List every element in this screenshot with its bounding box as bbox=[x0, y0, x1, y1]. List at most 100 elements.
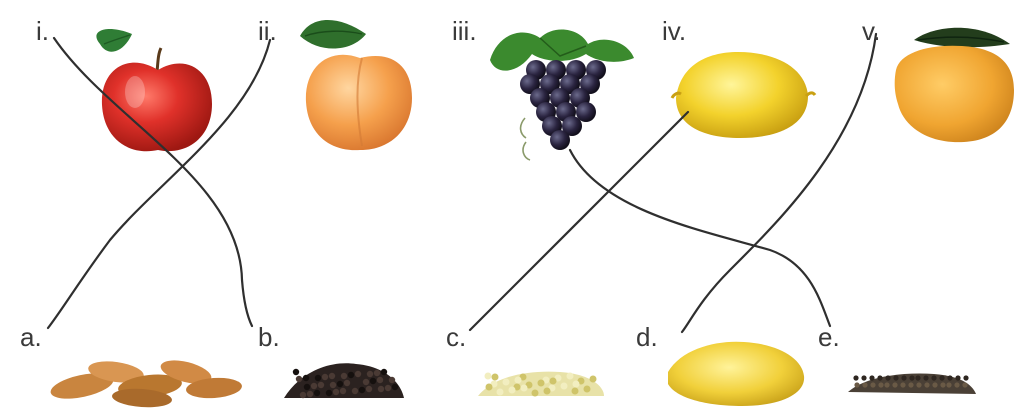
black-seed bbox=[333, 389, 339, 395]
pale-seed bbox=[538, 380, 545, 387]
black-seed bbox=[378, 386, 384, 392]
small-dark-seed bbox=[923, 375, 928, 380]
black-seed bbox=[381, 369, 387, 375]
small-dark-seed bbox=[915, 375, 920, 380]
black-seed bbox=[300, 392, 306, 398]
pale-seed bbox=[590, 376, 597, 383]
small-dark-seed bbox=[931, 375, 936, 380]
pale-seed bbox=[532, 390, 539, 397]
black-seed bbox=[363, 379, 369, 385]
black-seed bbox=[367, 371, 373, 377]
label-b: b. bbox=[258, 322, 280, 352]
pale-seed bbox=[492, 374, 499, 381]
black-seed bbox=[304, 384, 310, 390]
small-dark-seed bbox=[939, 375, 944, 380]
black-seed bbox=[303, 375, 309, 381]
pale-seed bbox=[572, 388, 579, 395]
small-dark-seed bbox=[861, 375, 866, 380]
black-seed bbox=[326, 390, 332, 396]
pale-seed bbox=[509, 387, 516, 394]
small-dark-seed bbox=[946, 382, 951, 387]
pale-seed bbox=[485, 373, 492, 380]
pale-seed bbox=[521, 385, 528, 392]
black-seed bbox=[337, 381, 343, 387]
black-seed bbox=[344, 380, 350, 386]
small-dark-seed bbox=[885, 375, 890, 380]
small-dark-seed bbox=[862, 382, 867, 387]
small-dark-seed bbox=[908, 382, 913, 387]
small-dark-seed bbox=[962, 382, 967, 387]
label-iv: iv. bbox=[662, 16, 686, 46]
small-dark-seed bbox=[955, 375, 960, 380]
pale-seed bbox=[584, 386, 591, 393]
black-seed bbox=[318, 382, 324, 388]
black-seed bbox=[348, 372, 354, 378]
pale-seed bbox=[515, 377, 522, 384]
label-iii: iii. bbox=[452, 16, 477, 46]
grape-berry bbox=[550, 130, 570, 150]
small-dark-seed bbox=[932, 382, 937, 387]
label-c: c. bbox=[446, 322, 466, 352]
small-dark-seed bbox=[884, 382, 889, 387]
black-seed bbox=[307, 391, 313, 397]
black-seed bbox=[370, 378, 376, 384]
pale-seed bbox=[544, 388, 551, 395]
pale-seed bbox=[497, 389, 504, 396]
pale-seed bbox=[550, 378, 557, 385]
pale-seeds-icon bbox=[478, 372, 604, 397]
label-e: e. bbox=[818, 322, 840, 352]
small-dark-seed bbox=[900, 382, 905, 387]
small-dark-seed bbox=[892, 382, 897, 387]
pale-seed bbox=[573, 381, 580, 388]
almond-seeds-icon bbox=[48, 356, 242, 409]
apple-icon bbox=[96, 29, 212, 151]
black-seed bbox=[311, 383, 317, 389]
small-dark-seed bbox=[853, 375, 858, 380]
black-seed bbox=[355, 371, 361, 377]
lemon-icon bbox=[672, 52, 815, 138]
label-d: d. bbox=[636, 322, 658, 352]
label-ii: ii. bbox=[258, 16, 277, 46]
mango-seed-icon bbox=[668, 342, 804, 406]
black-seeds-icon bbox=[284, 363, 404, 398]
pale-seed bbox=[503, 379, 510, 386]
small-dark-seed bbox=[909, 375, 914, 380]
black-seed bbox=[366, 386, 372, 392]
black-seed bbox=[340, 388, 346, 394]
black-seed bbox=[293, 369, 299, 375]
black-seed bbox=[315, 375, 321, 381]
pale-seed bbox=[486, 384, 493, 391]
mango-icon bbox=[895, 28, 1014, 142]
small-dark-seed bbox=[940, 382, 945, 387]
small-dark-seed bbox=[954, 382, 959, 387]
small-dark-seed bbox=[877, 375, 882, 380]
black-seed bbox=[330, 382, 336, 388]
black-seed bbox=[374, 370, 380, 376]
grapes-icon bbox=[490, 29, 634, 160]
match-line-iii-e bbox=[570, 150, 830, 326]
label-v: v. bbox=[862, 16, 880, 46]
small-dark-seed bbox=[924, 382, 929, 387]
black-seed bbox=[392, 384, 398, 390]
black-seed bbox=[359, 387, 365, 393]
black-seed bbox=[296, 376, 302, 382]
small-dark-seed bbox=[963, 375, 968, 380]
small-dark-seed bbox=[947, 375, 952, 380]
black-seed bbox=[341, 373, 347, 379]
small-dark-seed bbox=[916, 382, 921, 387]
match-line-iv-c bbox=[470, 112, 688, 330]
black-seed bbox=[329, 373, 335, 379]
pale-seed bbox=[567, 373, 574, 380]
small-dark-seed bbox=[854, 382, 859, 387]
black-seed bbox=[352, 388, 358, 394]
small-dark-seeds-icon bbox=[848, 374, 976, 394]
small-dark-seed bbox=[893, 375, 898, 380]
black-seed bbox=[385, 385, 391, 391]
pale-seed bbox=[561, 383, 568, 390]
small-dark-seed bbox=[870, 382, 875, 387]
small-dark-seed bbox=[878, 382, 883, 387]
small-dark-seed bbox=[869, 375, 874, 380]
peach-icon bbox=[300, 20, 412, 150]
small-dark-seed bbox=[901, 375, 906, 380]
